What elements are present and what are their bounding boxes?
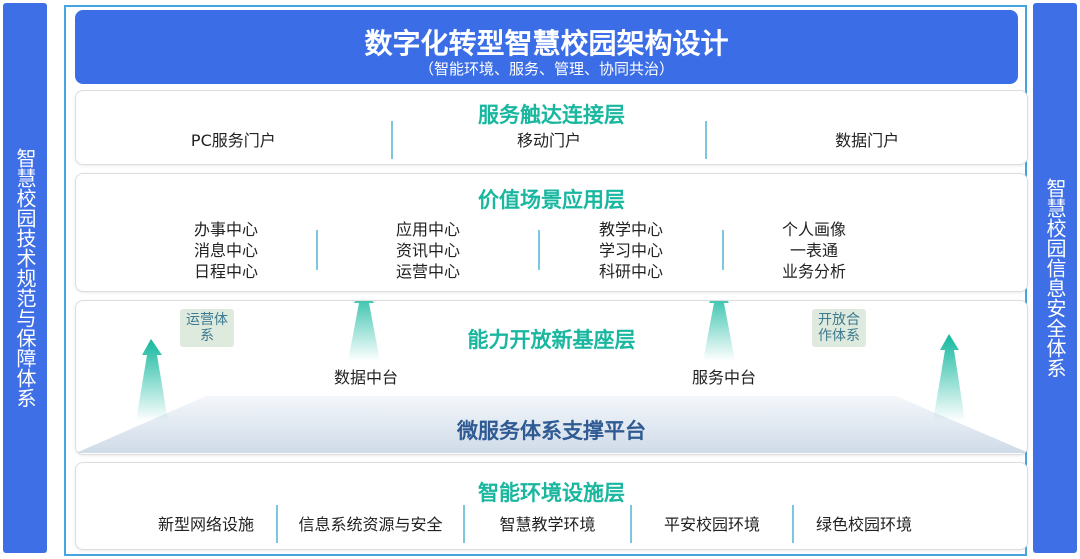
- divider: [316, 230, 318, 270]
- scenario-group: 个人画像一表通业务分析: [724, 219, 904, 282]
- scenario-item: 学习中心: [598, 240, 663, 260]
- platform-base-graphic: [76, 301, 1027, 453]
- data-portal: 数据门户: [835, 130, 900, 150]
- scenario-item: 教学中心: [598, 219, 663, 239]
- arrow-up-icon: [703, 301, 735, 361]
- divider: [705, 121, 708, 159]
- data-platform: 数据中台: [333, 368, 398, 387]
- divider: [722, 230, 724, 270]
- scenario-item: 日程中心: [193, 261, 258, 281]
- layer-title: 服务触达连接层: [478, 103, 625, 127]
- scenario-group: 办事中心消息中心日程中心: [136, 219, 316, 282]
- layer-title: 价值场景应用层: [478, 188, 625, 212]
- scenario-group: 应用中心资讯中心运营中心: [318, 219, 538, 282]
- pc-portal: PC服务门户: [190, 130, 276, 150]
- service-layer: 服务触达连接层 PC服务门户 移动门户 数据门户: [75, 90, 1028, 165]
- scenario-item: 消息中心: [193, 240, 258, 260]
- right-sidebar-security: 智慧校园信息安全体系: [1033, 3, 1077, 553]
- scenario-group: 教学中心学习中心科研中心: [540, 219, 722, 282]
- microservice-platform: 微服务体系支撑平台: [457, 419, 646, 443]
- tag-line: 作体系: [818, 328, 860, 344]
- arrow-up-icon: [348, 301, 380, 361]
- right-sidebar-label: 智慧校园信息安全体系: [1043, 178, 1067, 378]
- tag-text: 运营体系: [186, 312, 228, 344]
- scenario-item: 科研中心: [598, 261, 663, 281]
- left-sidebar-label: 智慧校园技术规范与保障体系: [13, 148, 37, 408]
- page-title: 数字化转型智慧校园架构设计: [364, 27, 729, 60]
- divider: [630, 505, 632, 543]
- scenario-item: 办事中心: [193, 219, 258, 239]
- infra-item: 绿色校园环境: [815, 514, 912, 534]
- scenario-item: 运营中心: [395, 261, 460, 281]
- open-cooperation-tag: 开放合作体系: [812, 309, 866, 347]
- scenario-item: 个人画像: [781, 219, 846, 239]
- layer-title: 智能环境设施层: [478, 481, 625, 505]
- infra-item: 平安校园环境: [663, 514, 760, 534]
- tag-line: 开放合: [818, 312, 860, 328]
- divider: [463, 505, 465, 543]
- infra-item: 智慧教学环境: [499, 514, 596, 534]
- scenario-item: 一表通: [789, 240, 838, 260]
- left-sidebar-standards: 智慧校园技术规范与保障体系: [3, 3, 47, 553]
- layer-title: 能力开放新基座层: [467, 328, 636, 352]
- page-subtitle: （智能环境、服务、管理、协同共治）: [418, 60, 674, 78]
- infra-item: 信息系统资源与安全: [298, 514, 443, 534]
- arrow-up-icon: [136, 339, 168, 421]
- divider: [390, 121, 393, 159]
- title-banner: 数字化转型智慧校园架构设计 （智能环境、服务、管理、协同共治）: [75, 10, 1018, 84]
- scenario-item: 业务分析: [781, 261, 846, 281]
- scenario-item: 应用中心: [395, 219, 460, 239]
- operations-system-tag: 运营体系: [180, 309, 234, 347]
- scenario-item: 资讯中心: [395, 240, 460, 260]
- infra-item: 新型网络设施: [157, 514, 254, 534]
- service-platform: 服务中台: [691, 368, 756, 387]
- platform-shape: [76, 396, 1027, 453]
- arrow-up-icon: [933, 334, 965, 421]
- infra-layer: 智能环境设施层 新型网络设施 信息系统资源与安全 智慧教学环境 平安校园环境 绿…: [75, 462, 1028, 550]
- value-layer: 价值场景应用层 办事中心消息中心日程中心 应用中心资讯中心运营中心 教学中心学习…: [75, 173, 1028, 292]
- capability-layer: 运营体系 开放合作体系 能力开放新基座层 数据中台 服务中台 微服务体系支撑平台: [75, 300, 1028, 455]
- divider: [792, 505, 794, 543]
- divider: [276, 505, 278, 543]
- divider: [538, 230, 540, 270]
- mobile-portal: 移动门户: [517, 130, 582, 150]
